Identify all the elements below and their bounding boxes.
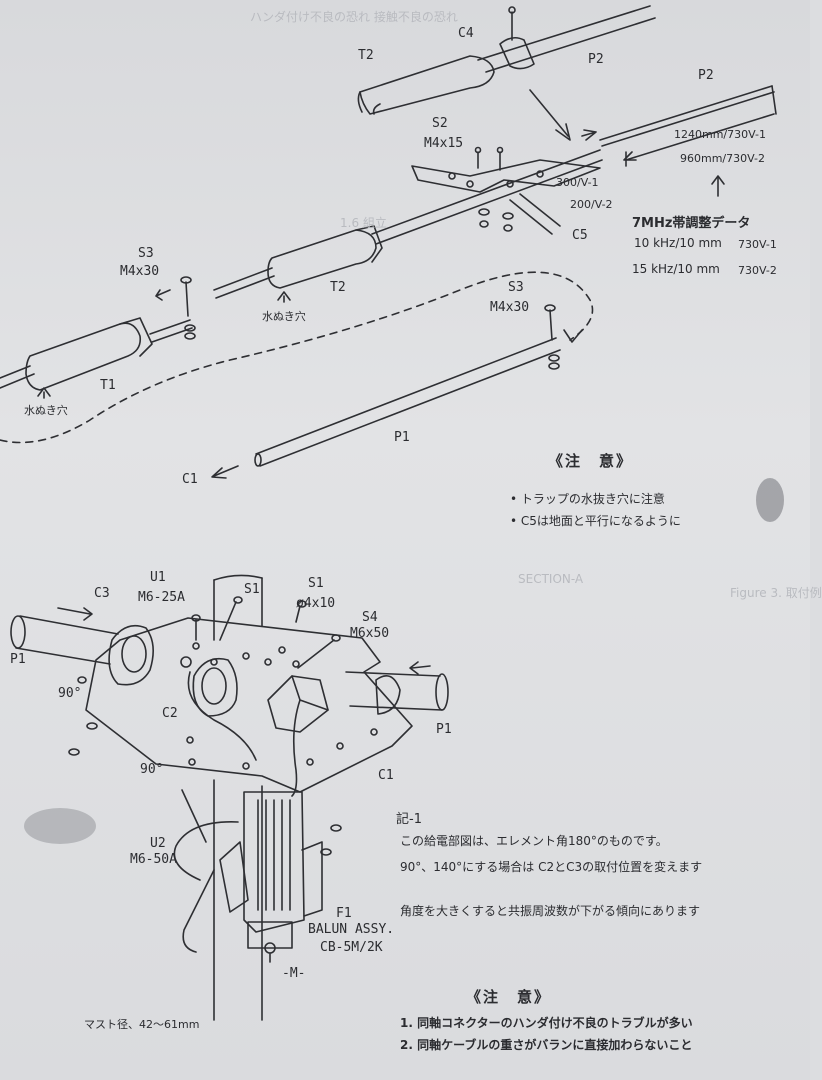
tuning-row-2-model: 730V-2 xyxy=(738,264,777,277)
label-p1-right: P1 xyxy=(436,722,452,737)
caution-item-bottom: 2. 同軸ケーブルの重さがバランに直接加わらないこと xyxy=(400,1038,693,1052)
label-s2-bolt: M4x15 xyxy=(424,136,464,151)
label-s3-left-bolt: M4x30 xyxy=(120,264,160,279)
label-u1-bolt: M6-25A xyxy=(138,590,185,605)
c2-clamp xyxy=(192,657,238,717)
label-s3-right-bolt: M4x30 xyxy=(490,300,530,315)
label-p1: P1 xyxy=(394,430,410,445)
c3-clamp xyxy=(108,624,154,686)
caution-item-top: • トラップの水抜き穴に注意 xyxy=(510,492,665,506)
s2-bolts xyxy=(474,146,514,232)
label-drain-hole-t1: 水ぬき穴 xyxy=(24,404,68,417)
label-s3-left: S3 xyxy=(138,246,154,261)
caution-title-top: 《注 意》 xyxy=(548,452,634,470)
label-mast-diameter: マスト径、42〜61mm xyxy=(84,1018,200,1031)
label-p1-left: P1 xyxy=(10,652,26,667)
note-line: 角度を大きくすると共振周波数が下がる傾向にあります xyxy=(400,904,701,918)
label-dim-v1: 300/V-1 xyxy=(556,176,599,189)
s3-right-bolt xyxy=(544,304,560,370)
label-s4-bolt: M6x50 xyxy=(350,626,390,641)
label-p2-top: P2 xyxy=(588,52,604,67)
label-p2-rod: P2 xyxy=(698,68,714,83)
label-s2: S2 xyxy=(432,116,448,131)
label-m: -M- xyxy=(282,966,306,981)
label-dim-v2: 200/V-2 xyxy=(570,198,613,211)
p1-right-tube xyxy=(345,661,449,715)
label-u1: U1 xyxy=(150,570,166,585)
label-length-v1: 1240mm/730V-1 xyxy=(674,128,766,141)
note-title: 記-1 xyxy=(396,812,422,827)
caution-item-top: • C5は地面と平行になるように xyxy=(510,514,681,528)
label-c2: C2 xyxy=(162,706,178,721)
s3-left-bolt xyxy=(155,276,196,340)
tuning-row-1: 10 kHz/10 mm xyxy=(634,236,722,250)
bleed-text: 1.6 組立 xyxy=(340,216,387,230)
label-angle-90-b: 90° xyxy=(140,762,164,777)
p1-tube xyxy=(254,337,561,467)
u2-u-bolt xyxy=(173,821,239,953)
c4-clamp xyxy=(499,6,535,70)
label-drain-hole-t2: 水ぬき穴 xyxy=(262,310,306,323)
p2-rod xyxy=(581,85,777,147)
c1-arrow xyxy=(211,465,239,479)
tuning-title: 7MHz帯調整データ xyxy=(632,216,751,231)
label-c4: C4 xyxy=(458,26,474,41)
label-length-v2: 960mm/730V-2 xyxy=(680,152,765,165)
label-balun: BALUN ASSY. xyxy=(308,922,395,937)
caution-item-bottom: 1. 同軸コネクターのハンダ付け不良のトラブルが多い xyxy=(400,1016,693,1030)
tuning-row-2: 15 kHz/10 mm xyxy=(632,262,720,276)
label-c5: C5 xyxy=(572,228,588,243)
bleed-text: Figure 3. 取付例 xyxy=(730,586,822,600)
s2-plate xyxy=(411,159,601,193)
label-t2-middle: T2 xyxy=(330,280,346,295)
tuning-row-1-model: 730V-1 xyxy=(738,238,777,251)
c5-element-tube xyxy=(371,149,603,245)
feed-base-plate xyxy=(85,617,413,793)
label-t2-top: T2 xyxy=(358,48,374,63)
loop-arrowhead xyxy=(563,329,583,343)
c2-wires xyxy=(187,671,301,797)
note-line: 90°、140°にする場合は C2とC3の取付位置を変えます xyxy=(400,860,703,874)
label-u2-bolt: M6-50A xyxy=(130,852,177,867)
note-line: この給電部図は、エレメント角180°のものです。 xyxy=(400,834,668,848)
arrow-to-s2 xyxy=(529,89,571,141)
caution-title-bottom: 《注 意》 xyxy=(466,988,552,1006)
bleed-text: ハンダ付け不良の恐れ 接触不良の恐れ xyxy=(250,10,458,24)
label-f1: F1 xyxy=(336,906,352,921)
label-s1-b: S1 xyxy=(308,576,324,591)
label-s3-right: S3 xyxy=(508,280,524,295)
p2-tube-top xyxy=(477,5,656,73)
label-s1-size: ø4x10 xyxy=(296,596,336,611)
label-c1-feed: C1 xyxy=(378,768,394,783)
mast xyxy=(213,574,263,1021)
length-dimension xyxy=(623,113,775,197)
feed-bolts xyxy=(68,596,342,856)
drain-hole-arrow-t1 xyxy=(37,387,51,399)
label-angle-90-a: 90° xyxy=(58,686,82,701)
label-c3: C3 xyxy=(94,586,110,601)
label-c1: C1 xyxy=(182,472,198,487)
label-balun-model: CB-5M/2K xyxy=(320,940,383,955)
t1-trap xyxy=(0,317,193,391)
label-u2: U2 xyxy=(150,836,166,851)
label-t1: T1 xyxy=(100,378,116,393)
p1-left-tube xyxy=(10,607,119,665)
label-s1-a: S1 xyxy=(244,582,260,597)
bleed-text: SECTION-A xyxy=(518,572,584,586)
balun-bracket xyxy=(219,841,323,917)
t2-trap-top xyxy=(357,55,495,115)
balun-assembly xyxy=(243,791,305,963)
assembly-path-dashed xyxy=(0,271,594,444)
t2-trap-middle xyxy=(213,225,383,299)
label-s4: S4 xyxy=(362,610,378,625)
smudge xyxy=(756,478,784,522)
drain-hole-arrow-t2 xyxy=(277,291,291,303)
smudge xyxy=(24,808,96,844)
